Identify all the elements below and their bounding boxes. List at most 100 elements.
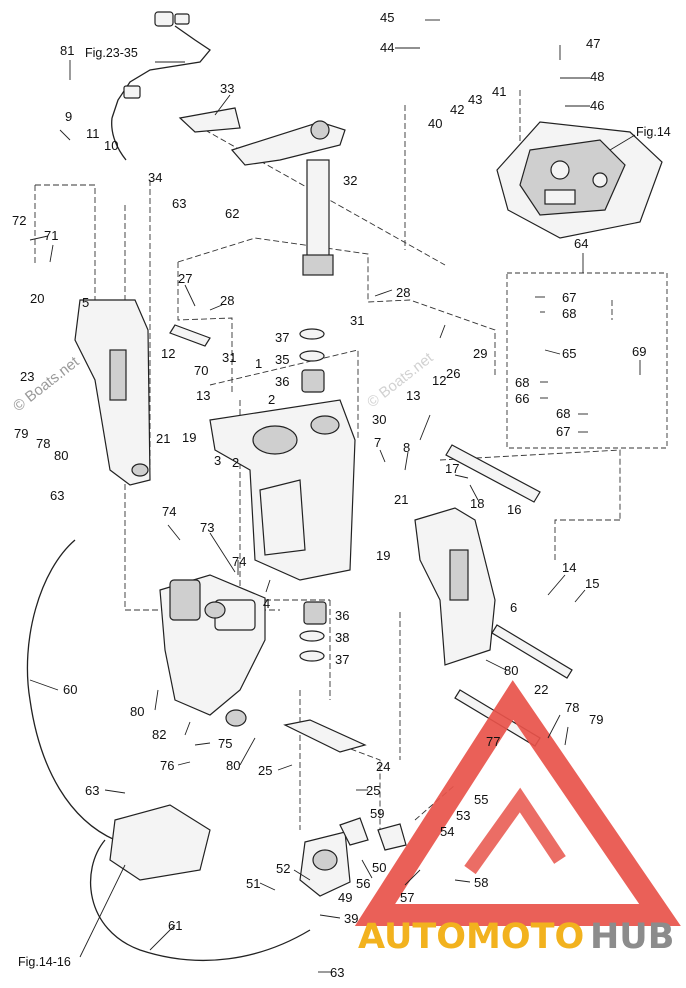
reference-fig-23-35: Fig.23-35 [85,46,138,60]
callout-25: 25 [258,763,272,778]
callout-51: 51 [246,876,260,891]
callout-78: 78 [36,436,50,451]
callout-26: 26 [446,366,460,381]
callout-28: 28 [220,293,234,308]
callout-11: 11 [86,126,100,141]
callout-33: 33 [220,81,234,96]
callout-20: 20 [30,291,44,306]
callout-49: 49 [338,890,352,905]
callout-68: 68 [515,375,529,390]
callout-8: 8 [403,440,410,455]
callout-44: 44 [380,40,394,55]
callout-66: 66 [515,391,529,406]
copyright-watermark: © Boats.net [10,353,83,415]
callout-13: 13 [406,388,420,403]
callout-61: 61 [168,918,182,933]
callout-19: 19 [182,430,196,445]
callout-42: 42 [450,102,464,117]
callout-82: 82 [152,727,166,742]
callout-73: 73 [200,520,214,535]
callout-36: 36 [275,374,289,389]
callout-2: 2 [268,392,275,407]
callout-80: 80 [504,663,518,678]
callout-78: 78 [565,700,579,715]
callout-6: 6 [510,600,517,615]
lower-plate [283,719,367,753]
callout-69: 69 [632,344,646,359]
callout-70: 70 [194,363,208,378]
callout-17: 17 [445,461,459,476]
callout-39: 39 [344,911,358,926]
callout-3: 3 [214,453,221,468]
callout-31: 31 [350,313,364,328]
callout-19: 19 [376,548,390,563]
callout-67: 67 [562,290,576,305]
callout-30: 30 [372,412,386,427]
callout-63: 63 [330,965,344,980]
callout-59: 59 [370,806,384,821]
callout-34: 34 [148,170,162,185]
center-bushings [299,328,327,662]
callout-36: 36 [335,608,349,623]
callout-28: 28 [396,285,410,300]
brand-text-hub: HUB [590,917,674,957]
sub-assembly-box-64 [506,253,668,449]
callout-80: 80 [130,704,144,719]
callout-75: 75 [218,736,232,751]
callout-63: 63 [172,196,186,211]
tilt-motor-unit [159,574,266,727]
callout-63: 63 [85,783,99,798]
callout-68: 68 [556,406,570,421]
callout-12: 12 [432,373,446,388]
battery-cables [26,539,311,962]
callout-25: 25 [366,783,380,798]
callout-80: 80 [54,448,68,463]
callout-58: 58 [474,875,488,890]
swivel-bracket-body [209,399,356,581]
callout-22: 22 [534,682,548,697]
callout-12: 12 [161,346,175,361]
callout-2: 2 [232,455,239,470]
callout-5: 5 [82,295,89,310]
callout-64: 64 [574,236,588,251]
callout-10: 10 [104,138,118,153]
callout-23: 23 [20,369,34,384]
callout-48: 48 [590,69,604,84]
callout-54: 54 [440,824,454,839]
callout-52: 52 [276,861,290,876]
lower-mount-bracket [299,817,407,897]
callout-50: 50 [372,860,386,875]
callout-numbers: 1 2 2 3 4 5 6 7 8 9 10 11 12 12 13 13 14… [12,10,646,980]
callout-29: 29 [473,346,487,361]
callout-31: 31 [222,350,236,365]
callout-4: 4 [263,596,270,611]
callout-45: 45 [380,10,394,25]
callout-81: 81 [60,43,74,58]
left-clamp-bracket [74,299,151,486]
callout-43: 43 [468,92,482,107]
callout-76: 76 [160,758,174,773]
callout-53: 53 [456,808,470,823]
callout-60: 60 [63,682,77,697]
callout-leaders [29,19,641,973]
callout-77: 77 [486,734,500,749]
callout-32: 32 [343,173,357,188]
callout-38: 38 [335,630,349,645]
wiring-harness [111,11,211,161]
callout-24: 24 [376,759,390,774]
callout-47: 47 [586,36,600,51]
callout-21: 21 [394,492,408,507]
callout-1: 1 [255,356,262,371]
callout-40: 40 [428,116,442,131]
callout-13: 13 [196,388,210,403]
brand-text-automoto: AUTOMOTO [358,917,584,957]
callout-65: 65 [562,346,576,361]
callout-68: 68 [562,306,576,321]
callout-37: 37 [275,330,289,345]
callout-57: 57 [400,890,414,905]
callout-62: 62 [225,206,239,221]
callout-35: 35 [275,352,289,367]
callout-37: 37 [335,652,349,667]
callout-7: 7 [374,435,381,450]
callout-16: 16 [507,502,521,517]
